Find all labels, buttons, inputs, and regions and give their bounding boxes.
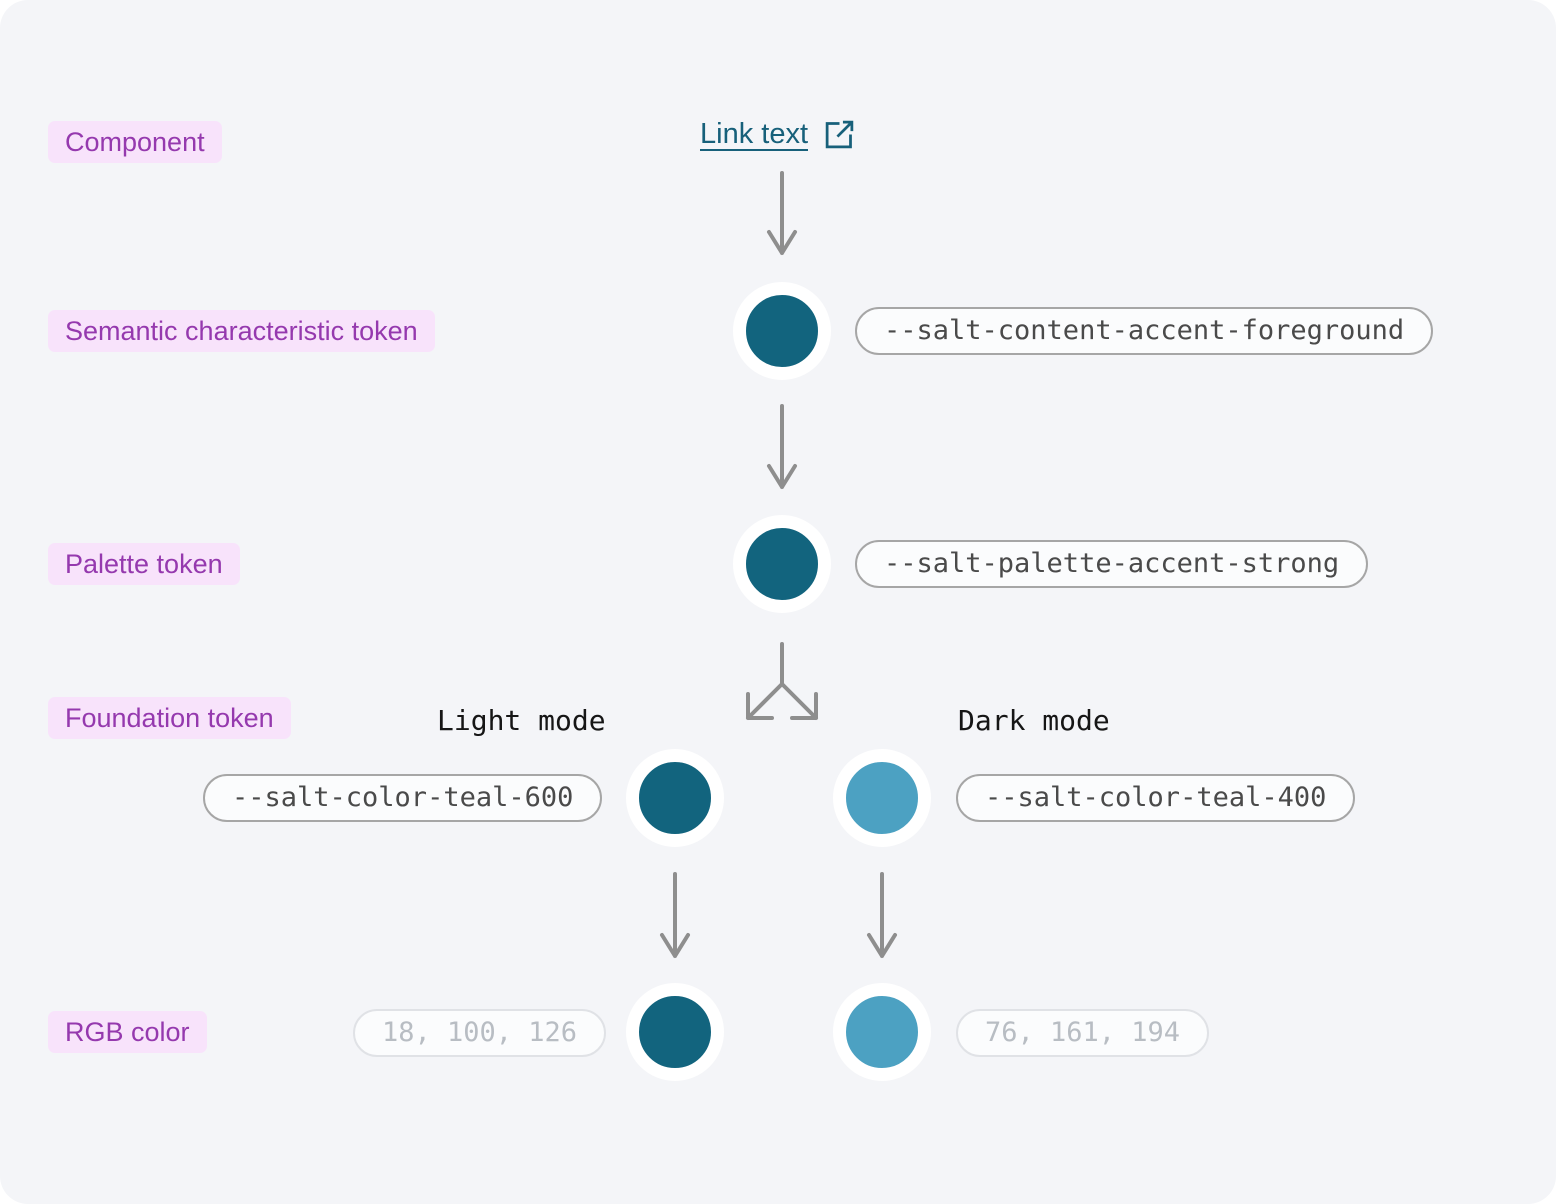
row-label-semantic-token: Semantic characteristic token — [48, 310, 435, 352]
arrow-light-foundation-to-rgb — [660, 872, 690, 958]
palette-token-pill: --salt-palette-accent-strong — [855, 540, 1369, 588]
rgb-light-swatch — [626, 983, 724, 1081]
arrow-dark-foundation-to-rgb — [867, 872, 897, 958]
semantic-token-pill: --salt-content-accent-foreground — [855, 307, 1434, 355]
foundation-dark-token-pill: --salt-color-teal-400 — [956, 774, 1356, 822]
arrow-link-to-semantic — [767, 171, 797, 255]
link-text: Link text — [700, 118, 808, 150]
row-label-rgb-color: RGB color — [48, 1011, 207, 1053]
rgb-dark-value-pill: 76, 161, 194 — [956, 1009, 1210, 1057]
row-label-foundation-token: Foundation token — [48, 697, 291, 739]
semantic-token-swatch — [733, 282, 831, 380]
arrow-semantic-to-palette — [767, 404, 797, 489]
arrow-branch-palette-to-modes — [746, 642, 818, 720]
rgb-dark-swatch — [833, 983, 931, 1081]
foundation-dark-swatch — [833, 749, 931, 847]
dark-mode-title: Dark mode — [958, 704, 1110, 737]
row-label-palette-token: Palette token — [48, 543, 240, 585]
palette-token-swatch — [733, 515, 831, 613]
light-mode-title: Light mode — [437, 704, 606, 737]
foundation-light-swatch — [626, 749, 724, 847]
row-label-component: Component — [48, 121, 222, 163]
external-link-icon — [825, 120, 854, 149]
foundation-light-token-pill: --salt-color-teal-600 — [203, 774, 603, 822]
component-link[interactable]: Link text — [700, 118, 856, 151]
rgb-light-value-pill: 18, 100, 126 — [353, 1009, 607, 1057]
